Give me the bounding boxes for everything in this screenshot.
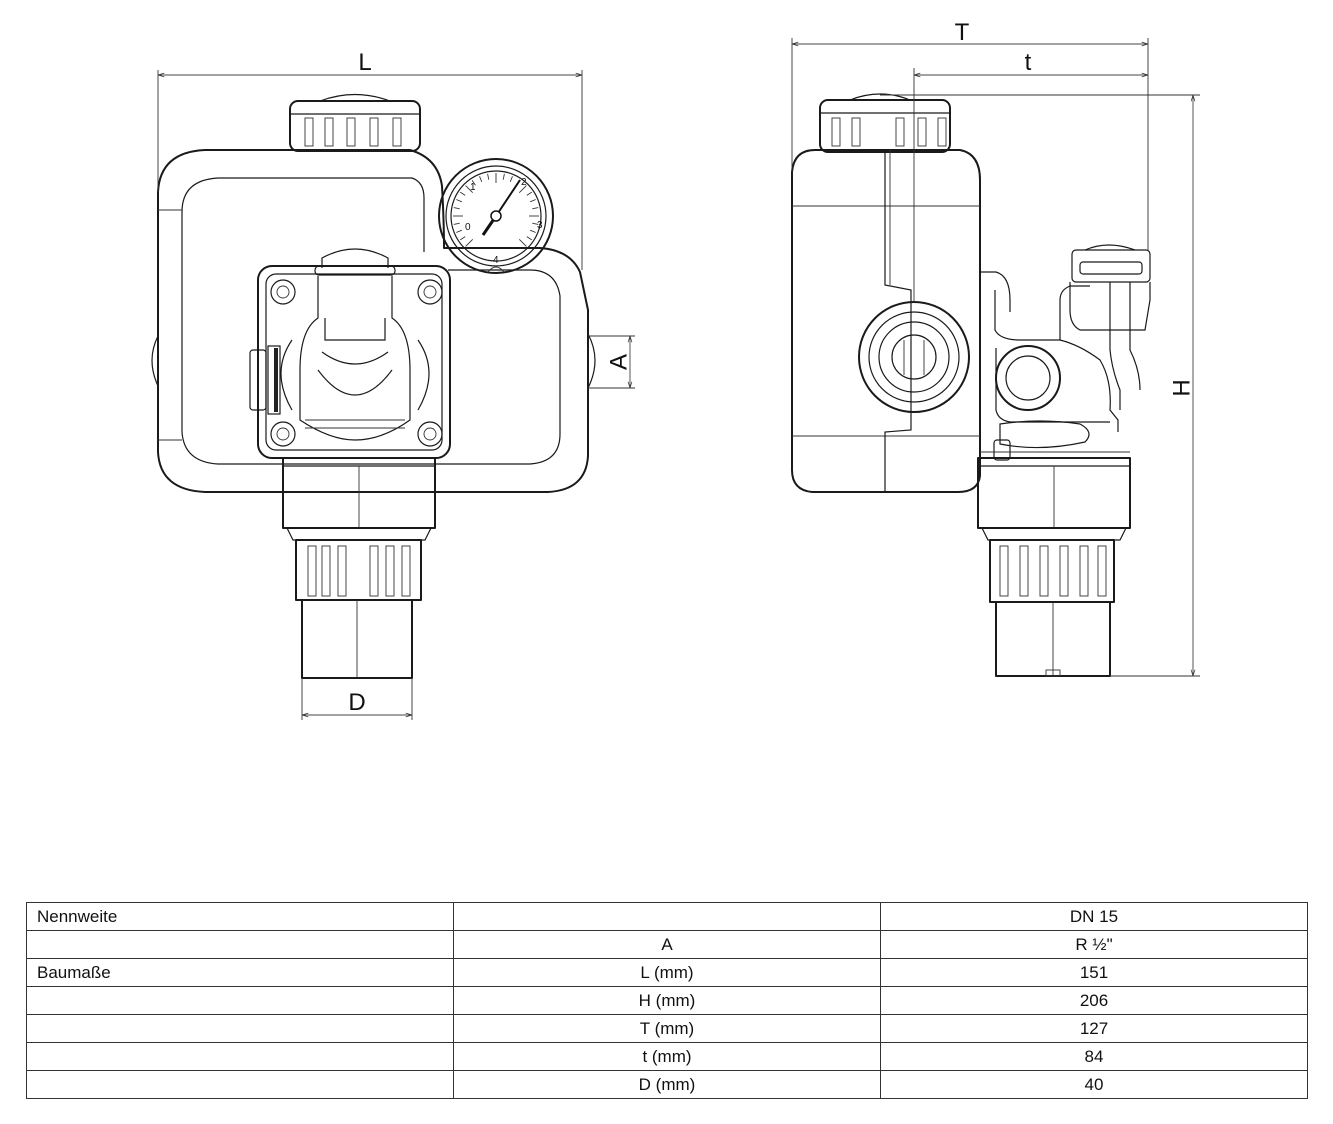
gauge-label-2: 2: [521, 177, 527, 188]
row-parameter: T (mm): [453, 1014, 881, 1043]
row-value: 84: [880, 1042, 1308, 1071]
gauge-tick: [459, 236, 466, 241]
table-row: t (mm) 84: [26, 1042, 1308, 1071]
gauge-tick: [453, 207, 460, 210]
side-inlet-port: [858, 301, 970, 413]
pressure-gauge: 0 1 2 3 4: [438, 158, 554, 274]
gauge-tick: [530, 229, 536, 233]
dim-label-A: A: [605, 354, 632, 370]
row-value: 127: [880, 1014, 1308, 1043]
dim-label-D: D: [348, 689, 365, 716]
gauge-tick: [465, 238, 474, 247]
row-label: [26, 986, 454, 1015]
table-row: Nennweite DN 15: [26, 902, 1308, 931]
front-valve-body: [249, 248, 451, 459]
gauge-tick: [518, 238, 527, 247]
front-filter-bowl: [282, 457, 436, 679]
row-label: [26, 1014, 454, 1043]
front-housing: [157, 149, 589, 493]
side-top-cap: [819, 93, 951, 153]
dim-label-L: L: [358, 49, 371, 76]
row-parameter: D (mm): [453, 1070, 881, 1099]
dimension-table: Nennweite DN 15 A R ½" Baumaße L (mm) 15…: [26, 902, 1308, 1099]
gauge-tick: [526, 191, 533, 196]
side-valve-assembly: [980, 244, 1151, 461]
row-label: Nennweite: [26, 902, 454, 931]
gauge-tick: [479, 176, 483, 182]
gauge-tick: [471, 179, 476, 186]
gauge-tick: [456, 229, 462, 233]
technical-drawing: 0 1 2 3 4: [151, 19, 1200, 720]
row-value: 151: [880, 958, 1308, 987]
row-value: 206: [880, 986, 1308, 1015]
gauge-label-3: 3: [537, 220, 543, 231]
gauge-tick: [487, 173, 490, 180]
dim-label-H: H: [1168, 379, 1195, 396]
row-parameter: [453, 902, 881, 931]
row-label: [26, 1042, 454, 1071]
dim-label-T: T: [955, 19, 970, 46]
row-parameter: A: [453, 930, 881, 959]
gauge-tick: [502, 173, 505, 180]
front-top-cap: [289, 93, 421, 152]
row-parameter: L (mm): [453, 958, 881, 987]
table-row: Baumaße L (mm) 151: [26, 958, 1308, 987]
row-label: [26, 930, 454, 959]
gauge-tick: [526, 236, 533, 241]
gauge-tick: [453, 222, 460, 225]
gauge-tick: [532, 222, 539, 225]
side-view: T t H: [791, 19, 1200, 677]
front-dimensions: L A D: [157, 49, 632, 720]
gauge-tick: [465, 185, 474, 194]
side-housing: [791, 149, 981, 493]
row-label: [26, 1070, 454, 1099]
row-value: 40: [880, 1070, 1308, 1099]
gauge-tick: [456, 199, 462, 203]
front-view: 0 1 2 3 4: [151, 49, 635, 720]
gauge-label-4: 4: [493, 255, 499, 266]
row-label: Baumaße: [26, 958, 454, 987]
dim-label-t: t: [1025, 49, 1032, 76]
table-row: T (mm) 127: [26, 1014, 1308, 1043]
gauge-tick: [518, 185, 527, 194]
gauge-tick: [530, 199, 536, 203]
table-row: D (mm) 40: [26, 1070, 1308, 1099]
table-row: A R ½": [26, 930, 1308, 959]
table-row: H (mm) 206: [26, 986, 1308, 1015]
gauge-tick: [509, 176, 513, 182]
gauge-tick: [459, 191, 466, 196]
gauge-label-0: 0: [465, 222, 471, 233]
row-value: R ½": [880, 930, 1308, 959]
row-parameter: t (mm): [453, 1042, 881, 1071]
gauge-tick: [532, 207, 539, 210]
side-filter-bowl: [977, 457, 1131, 677]
side-dimensions: T t H: [791, 19, 1200, 677]
gauge-label-1: 1: [470, 182, 476, 193]
row-parameter: H (mm): [453, 986, 881, 1015]
row-value: DN 15: [880, 902, 1308, 931]
